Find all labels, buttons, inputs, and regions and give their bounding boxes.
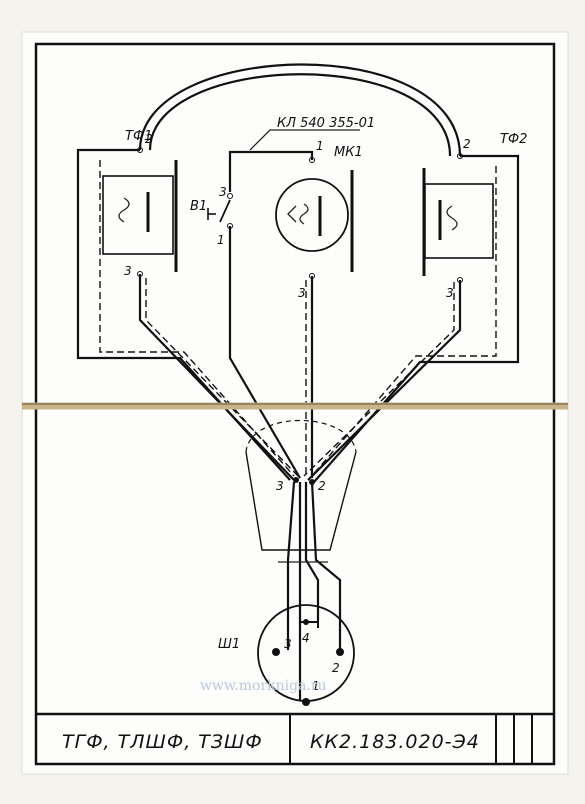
b1-pin-top: 3 [219, 185, 227, 199]
b1-pin-bottom: 1 [217, 233, 225, 247]
mk1-label: МК1 [334, 145, 363, 160]
mk1-component [275, 157, 354, 279]
sh1-pin-2: 2 [332, 661, 340, 675]
tf2-pin-bottom: 3 [446, 286, 454, 300]
connector-body [245, 419, 357, 551]
headband-wire-outer [138, 63, 462, 157]
b1-label: В1 [190, 199, 207, 214]
sh1-socket [257, 604, 355, 706]
mk1-pin-bottom: 3 [298, 286, 306, 300]
title-block-name: ТГФ, ТЛШФ, ТЗШФ [62, 731, 263, 753]
tf1-pin-top: 2 [145, 132, 153, 146]
sh1-pin-4: 4 [302, 631, 310, 645]
watermark: www.morkniga.ru [200, 678, 327, 694]
mic-switch-wire [228, 150, 314, 192]
part-number-label: КЛ 540 355-01 [277, 116, 375, 131]
sh1-pin-3: 3 [284, 637, 292, 651]
junction-pin-right: 2 [318, 479, 326, 493]
tf1-label: ТФ1 [125, 129, 152, 144]
mk1-pin-top: 1 [316, 139, 324, 153]
title-block [36, 712, 554, 764]
part-number-leader [249, 129, 360, 151]
headband-wire-inner [148, 73, 452, 157]
tf2-label: ТФ2 [500, 132, 527, 147]
tf2-pin-top: 2 [463, 137, 471, 151]
sh1-pin-1: 1 [312, 679, 320, 693]
sh1-label: Ш1 [218, 637, 240, 652]
wire-harness [76, 148, 520, 483]
junction-pin-left: 3 [276, 479, 284, 493]
tf1-pin-bottom: 3 [124, 264, 132, 278]
main-cable [278, 477, 342, 700]
title-block-code: КК2.183.020-Э4 [310, 731, 480, 753]
